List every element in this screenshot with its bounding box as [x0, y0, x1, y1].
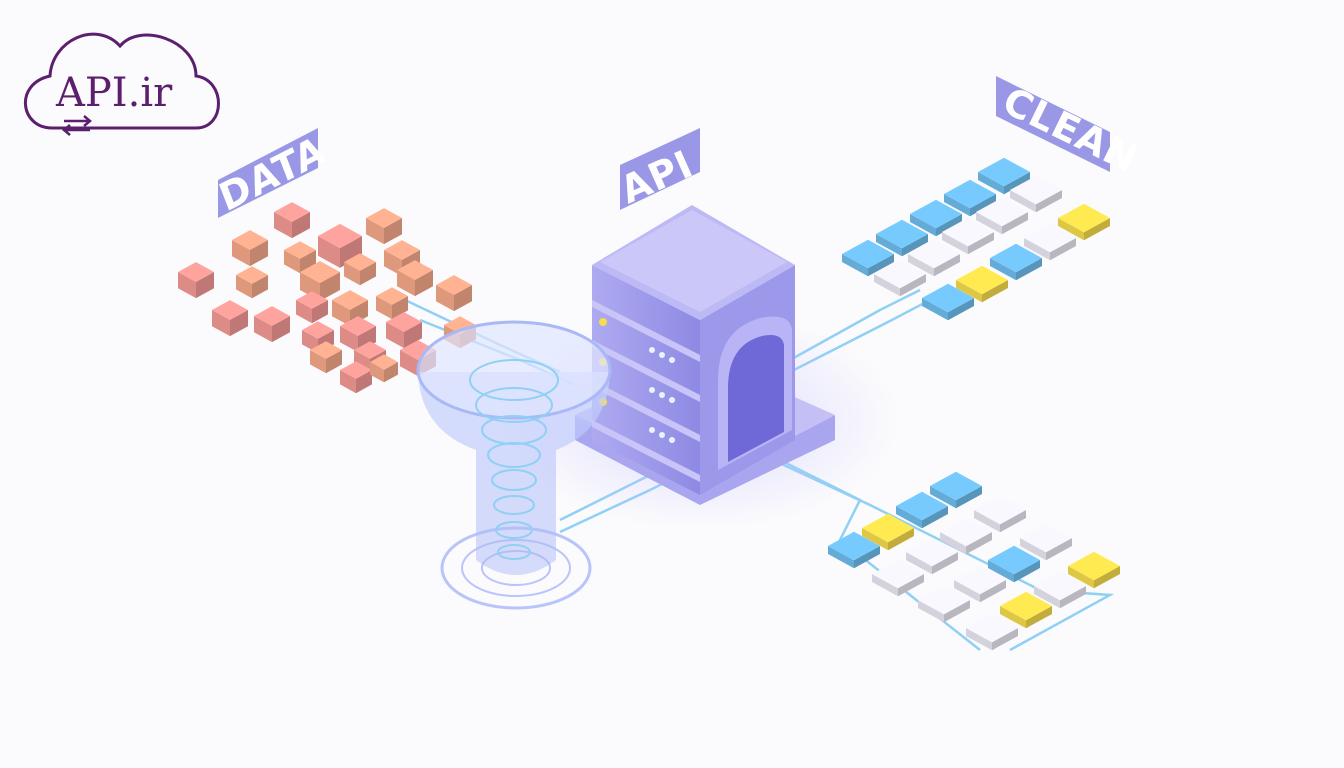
clean-data-tile — [1000, 591, 1052, 629]
raw-data-cube — [274, 202, 310, 239]
clean-data-tile — [862, 513, 914, 551]
clean-data-tile — [990, 243, 1042, 281]
clean-data-tile — [1010, 175, 1062, 213]
raw-data-cube — [310, 341, 342, 374]
sync-arrows-icon — [62, 115, 92, 136]
raw-data-cube — [344, 253, 376, 286]
clean-data-tile — [974, 495, 1026, 533]
clean-data-tile — [906, 537, 958, 575]
clean-data-tile — [908, 239, 960, 277]
clean-data-tile — [896, 491, 948, 529]
logo: API.ir — [23, 32, 220, 136]
raw-data-cube — [436, 275, 472, 312]
clean-data-tile — [1024, 223, 1076, 261]
raw-data-cube — [178, 262, 214, 299]
raw-data-cube — [296, 291, 328, 324]
clean-data-tiles — [828, 157, 1120, 651]
raw-data-cube — [366, 208, 402, 245]
raw-data-cube — [386, 312, 422, 349]
data-label-sign: DATA — [213, 127, 331, 220]
clean-data-tile — [976, 197, 1028, 235]
clean-data-tile — [940, 517, 992, 555]
clean-data-tile — [988, 545, 1040, 583]
clean-label-sign: CLEAN — [996, 76, 1145, 181]
raw-data-cube — [318, 223, 362, 268]
clean-data-tile — [978, 157, 1030, 195]
clean-data-tile — [944, 179, 996, 217]
raw-data-cube — [376, 287, 408, 320]
clean-data-tile — [874, 259, 926, 297]
clean-data-tile — [922, 283, 974, 321]
clean-data-tile — [910, 199, 962, 237]
logo-text: API.ir — [55, 70, 173, 116]
clean-data-tile — [842, 239, 894, 277]
clean-data-tile — [1058, 203, 1110, 241]
filter-funnel — [416, 320, 612, 610]
clean-data-tile — [966, 613, 1018, 651]
data-label: DATA — [213, 127, 331, 220]
clean-data-tile — [954, 565, 1006, 603]
clean-data-tile — [872, 559, 924, 597]
cloud-sync-icon — [23, 32, 220, 130]
raw-data-cube — [254, 306, 290, 343]
raw-data-cube — [397, 260, 433, 297]
clean-data-tile — [918, 585, 970, 623]
clean-data-tile — [1068, 551, 1120, 589]
raw-data-cube — [370, 354, 398, 383]
vortex-spiral — [469, 359, 559, 560]
raw-data-cube — [284, 241, 316, 274]
raw-data-cube — [340, 361, 372, 394]
clean-data-tile — [942, 217, 994, 255]
clean-data-tile — [1020, 523, 1072, 561]
clean-data-tile — [956, 265, 1008, 303]
clean-data-tile — [876, 219, 928, 257]
raw-data-cube — [236, 266, 268, 299]
raw-data-cube — [232, 230, 268, 267]
raw-data-cube — [212, 300, 248, 337]
server-rack-slots — [592, 300, 700, 482]
api-label-sign: API — [614, 128, 700, 212]
clean-data-tile — [1034, 571, 1086, 609]
clean-data-tile — [930, 471, 982, 509]
clean-data-tile — [828, 531, 880, 569]
